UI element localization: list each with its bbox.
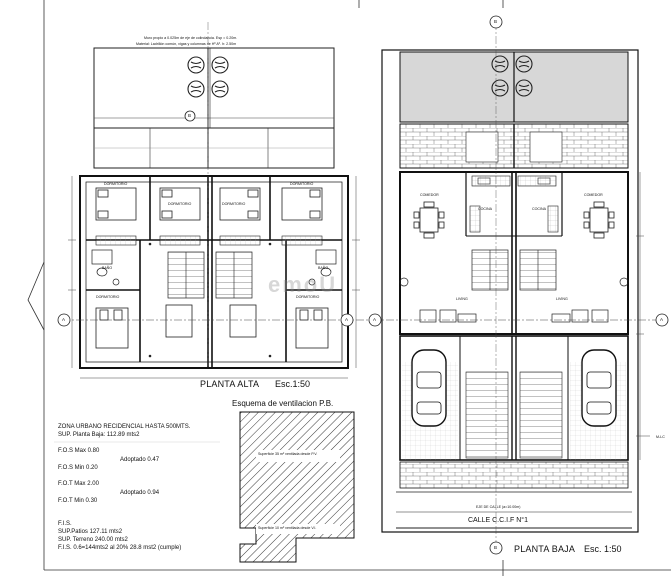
wall-note-line1: Muro propio a 0.025m de eje de colindanc… <box>144 36 238 40</box>
sheet-frame <box>27 0 671 576</box>
axis-markers <box>57 15 669 555</box>
axis-label-a-pb: A <box>373 317 377 322</box>
stat-sup-terreno: SUP. Terreno 240.00 mts2 <box>58 537 128 543</box>
stat-fot-min: F.O.T Min 0.30 <box>58 498 98 504</box>
wall-note-line2: Material: Ladrillón común, vigas y colum… <box>136 42 237 46</box>
ventilation-title: Esquema de ventilacion P.B. <box>232 399 334 408</box>
room-label-living-2: LIVING <box>556 297 568 301</box>
car-icons <box>411 349 617 427</box>
stat-fis-calc: F.I.S. 0.6=144mts2 al 20% 28.8 mst2 (cum… <box>58 545 182 551</box>
planta-alta-drawing <box>62 22 370 379</box>
room-label-dormitorio-3: DORMITORIO <box>222 202 246 206</box>
ventilation-note-1: Superficie 35 m² ventilada desde P.V. <box>258 452 318 456</box>
stat-fos-adoptado: Adoptado 0.47 <box>120 457 160 463</box>
stat-fis: F.I.S. <box>58 521 72 527</box>
watermark: emoU <box>268 272 338 297</box>
room-label-dormitorio-1: DORMITORIO <box>104 182 128 186</box>
tree-icons <box>187 56 229 98</box>
stat-sup-patios: SUP.Patios 127.11 mts2 <box>58 529 123 535</box>
tree-icons-pb <box>491 55 533 97</box>
axis-label-b-alta: B <box>188 113 192 118</box>
ventilation-scheme-shape <box>239 411 355 563</box>
calle-label: CALLE C.C.I.F N°1 <box>468 517 528 524</box>
planta-baja-drawing <box>372 22 660 548</box>
side-label: M-LC <box>656 435 665 439</box>
room-label-bano-2: BAÑO <box>318 266 329 270</box>
stat-zona: ZONA URBANO RECIDENCIAL HASTA 500MTS. <box>58 424 191 430</box>
planta-alta-scale: Esc.1:50 <box>275 379 311 389</box>
room-label-dormitorio-6: DORMITORIO <box>296 295 320 299</box>
axis-label-b-top: B <box>494 19 498 24</box>
room-label-living-1: LIVING <box>456 297 468 301</box>
stat-fot-adoptado: Adoptado 0.94 <box>120 490 160 496</box>
room-label-dormitorio-4: DORMITORIO <box>290 182 314 186</box>
stat-fot-max: F.O.T Max 2.00 <box>58 481 99 487</box>
planta-baja-title: PLANTA BAJA <box>514 544 576 554</box>
room-label-dormitorio-5: DORMITORIO <box>96 295 120 299</box>
axis-label-a-mid: A <box>345 317 349 322</box>
room-label-comedor-1: COMEDOR <box>420 193 439 197</box>
planta-baja-scale: Esc. 1:50 <box>584 544 622 554</box>
eje-de-calle-label: EJE DE CALLE (a=10.00m) <box>476 505 521 509</box>
axis-label-a-right: A <box>660 317 664 322</box>
room-label-cocina-1: COCINA <box>478 207 492 211</box>
stat-fos-min: F.O.S Min 0.20 <box>58 465 98 471</box>
stat-sup-planta-baja: SUP. Planta Baja: 112.89 mts2 <box>58 432 140 438</box>
axis-label-a-left: A <box>62 317 66 322</box>
room-label-bano-1: BAÑO <box>102 266 113 270</box>
room-label-dormitorio-2: DORMITORIO <box>168 202 192 206</box>
ventilation-note-2: Superficie 10 m² ventilada desde V.I. <box>258 526 317 530</box>
stat-fos-max: F.O.S Max 0.80 <box>58 448 100 454</box>
axis-label-b-bottom: B <box>494 545 498 550</box>
planta-alta-title: PLANTA ALTA <box>200 379 260 389</box>
room-label-cocina-2: COCINA <box>532 207 546 211</box>
room-label-comedor-2: COMEDOR <box>584 193 603 197</box>
